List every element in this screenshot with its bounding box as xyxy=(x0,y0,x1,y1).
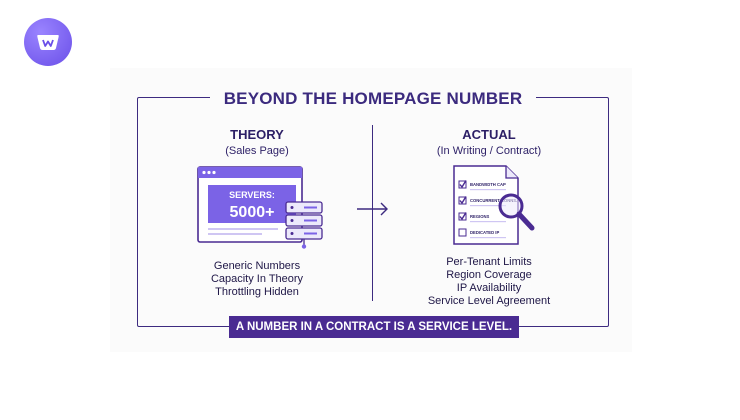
doc-item-label: DEDICATED IP xyxy=(470,230,499,235)
doc-item-label: REGIONS xyxy=(470,214,490,219)
list-item: Capacity In Theory xyxy=(210,273,304,285)
servers-label: SERVERS: xyxy=(229,190,275,200)
list-item: Service Level Agreement xyxy=(427,295,551,307)
contract-document-icon: BANDWIDTH CAP CONCURRENT CONNS. REGIONS … xyxy=(453,165,519,245)
column-divider xyxy=(372,125,374,301)
doc-item-label: BANDWIDTH CAP xyxy=(470,182,506,187)
sales-page-illustration: SERVERS: 5000+ xyxy=(197,166,323,249)
logo-icon xyxy=(37,35,59,50)
list-item: Region Coverage xyxy=(446,269,532,281)
actual-list: Per-Tenant Limits Region Coverage IP Ava… xyxy=(404,256,574,308)
theory-list: Generic Numbers Capacity In Theory Throt… xyxy=(182,260,332,299)
theory-title: THEORY xyxy=(230,127,284,142)
magnifier-icon xyxy=(498,193,535,231)
theory-subtitle: (Sales Page) xyxy=(225,145,289,157)
footer-banner: A NUMBER IN A CONTRACT IS A SERVICE LEVE… xyxy=(229,316,519,338)
list-item: IP Availability xyxy=(456,282,522,294)
list-item: Generic Numbers xyxy=(213,260,301,272)
actual-subtitle: (In Writing / Contract) xyxy=(436,145,542,157)
actual-title: ACTUAL xyxy=(462,127,516,142)
arrow-right-icon xyxy=(357,202,388,216)
browser-window-icon: SERVERS: 5000+ xyxy=(197,166,303,243)
list-item: Throttling Hidden xyxy=(215,286,299,298)
server-rack-icon xyxy=(285,201,323,249)
doc-item-label: CONCURRENT CONNS. xyxy=(470,198,517,203)
servers-value: 5000+ xyxy=(230,204,275,221)
brand-logo[interactable] xyxy=(24,18,72,66)
diagram-heading: BEYOND THE HOMEPAGE NUMBER xyxy=(210,88,536,110)
diagram-panel xyxy=(110,68,632,352)
list-item: Per-Tenant Limits xyxy=(446,256,532,268)
contract-illustration: BANDWIDTH CAP CONCURRENT CONNS. REGIONS … xyxy=(453,165,535,245)
